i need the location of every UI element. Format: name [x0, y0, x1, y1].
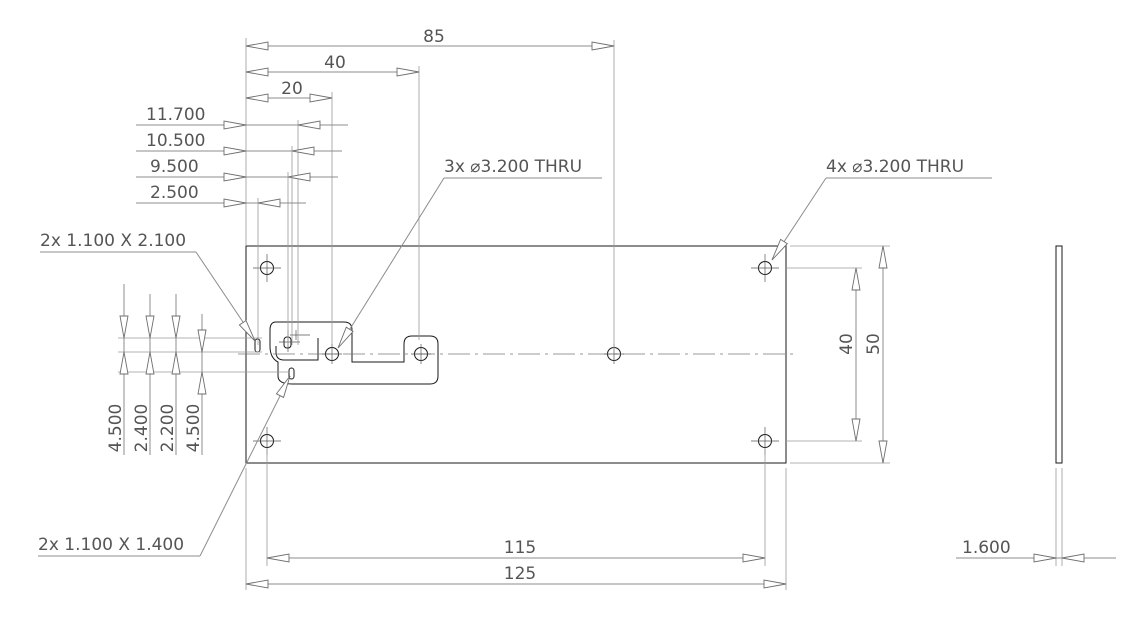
small-slot-b	[279, 330, 310, 352]
side-view-plate	[1055, 245, 1063, 464]
dim-85: 85	[423, 27, 445, 47]
callout-3x-holes: 3x ⌀3.200 THRU	[444, 157, 582, 177]
small-slot-a	[254, 338, 261, 353]
callout-4x-holes: 4x ⌀3.200 THRU	[826, 157, 964, 177]
dim-20: 20	[281, 79, 303, 99]
corner-hole-top-right	[751, 254, 779, 282]
dim-2400: 2.400	[132, 404, 152, 453]
dim-40-horizontal: 40	[324, 53, 346, 73]
dim-9500: 9.500	[150, 157, 199, 177]
center-hole-2	[411, 344, 431, 364]
slot-cutout-inner	[275, 338, 319, 361]
dim-125: 125	[504, 564, 536, 584]
plate-outline	[245, 245, 787, 464]
dim-4500-b: 4.500	[184, 404, 204, 453]
small-slot-c	[288, 367, 295, 380]
callout-slot-top: 2x 1.100 X 2.100	[40, 231, 186, 251]
callout-slot-bottom: 2x 1.100 X 1.400	[38, 535, 184, 555]
slot-cutout	[269, 321, 439, 385]
dim-thickness: 1.600	[962, 538, 1011, 558]
dim-2500: 2.500	[150, 183, 199, 203]
dim-11700: 11.700	[146, 105, 205, 125]
dim-50: 50	[864, 333, 884, 355]
dim-2200: 2.200	[158, 404, 178, 453]
dim-10500: 10.500	[146, 131, 205, 151]
dim-40-vertical: 40	[837, 333, 857, 355]
center-hole-1	[322, 344, 342, 364]
corner-hole-top-left	[253, 254, 281, 282]
dim-4500-a: 4.500	[106, 404, 126, 453]
dim-115: 115	[504, 538, 536, 558]
